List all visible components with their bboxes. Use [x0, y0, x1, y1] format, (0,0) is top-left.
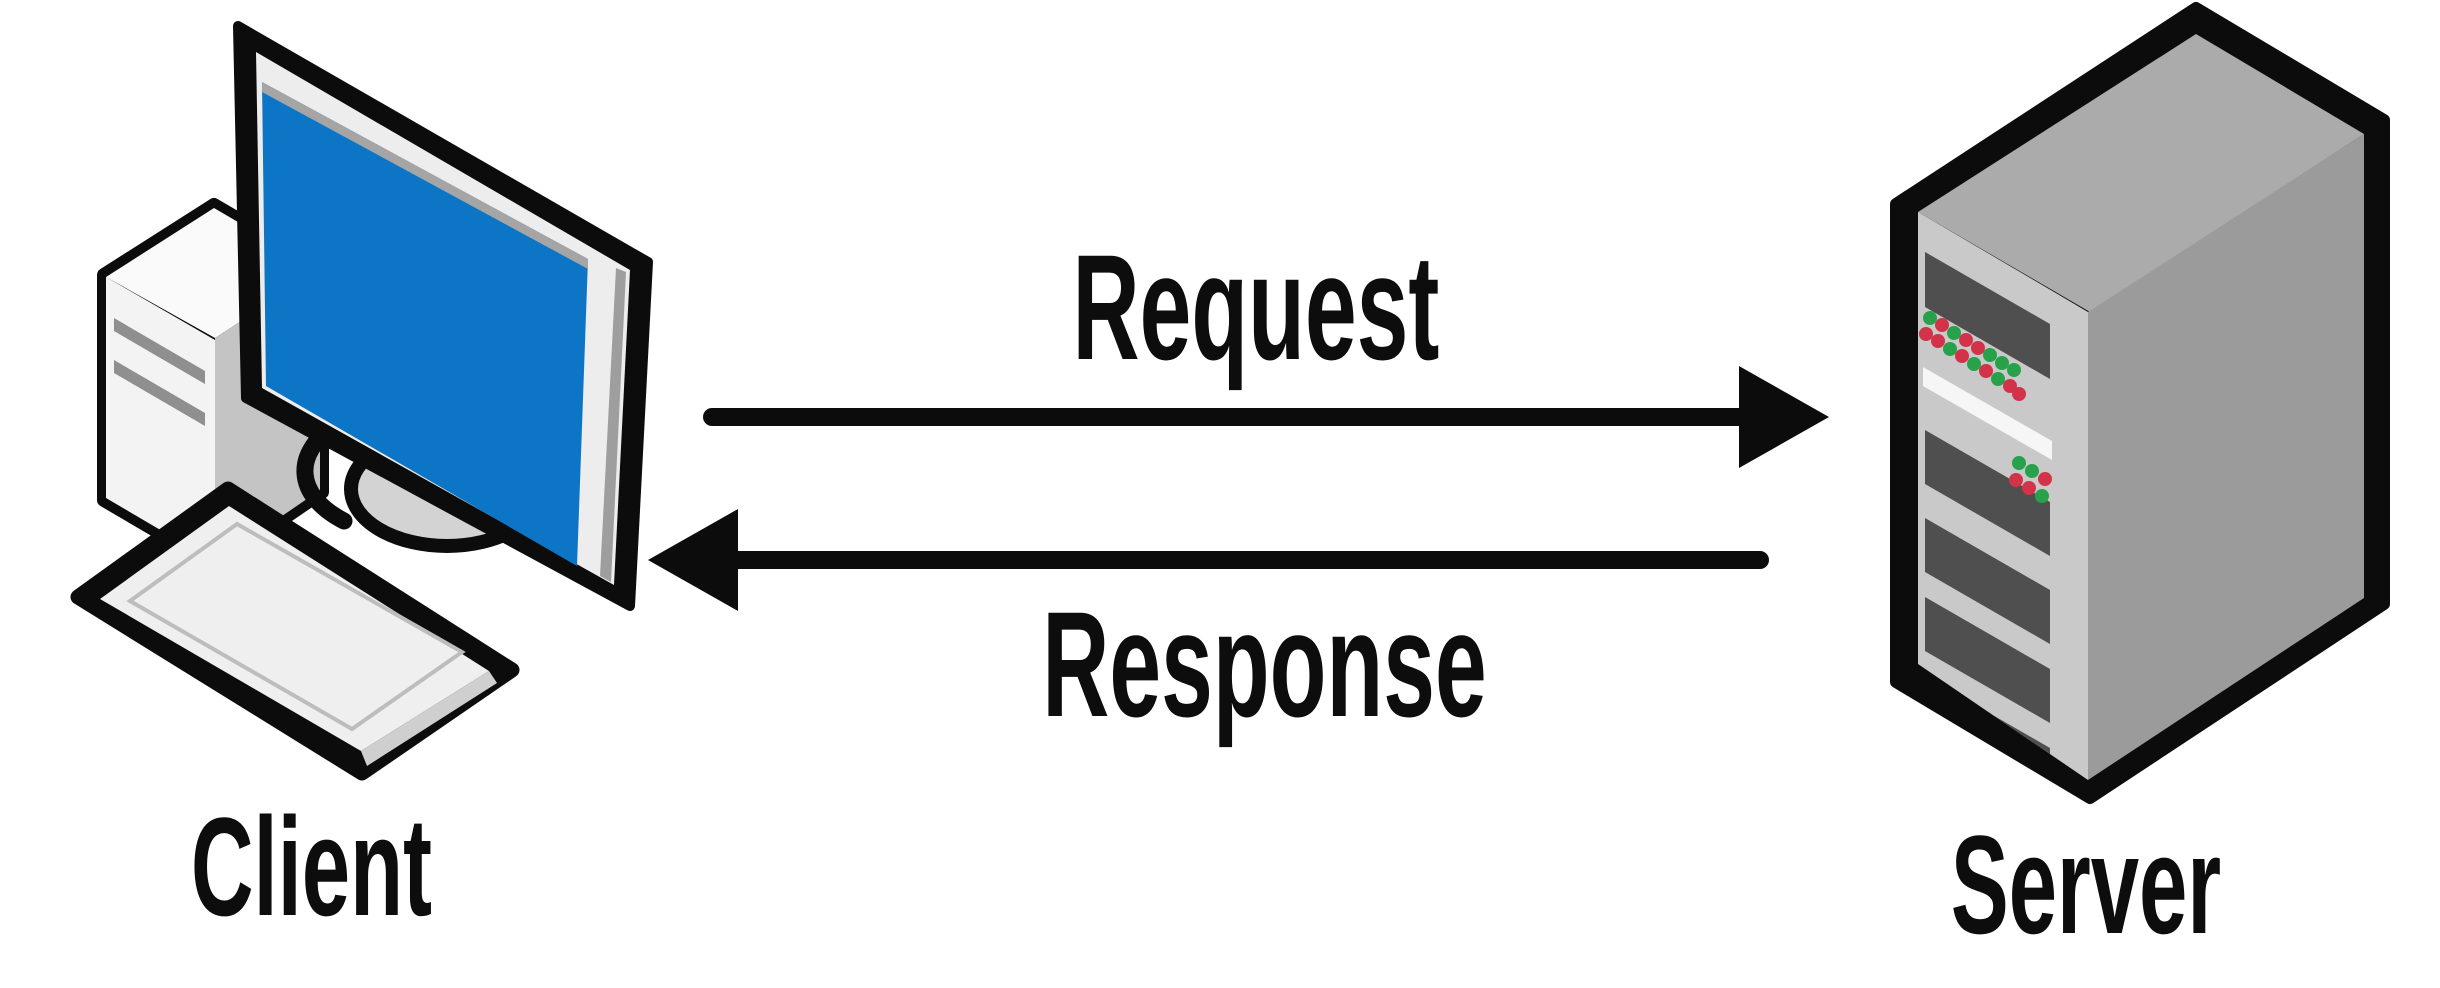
- server-drive-bay: [1925, 430, 2050, 556]
- request-arrow: [703, 366, 1829, 468]
- request-arrowhead-icon: [1739, 366, 1829, 468]
- monitor-screen-bevel: [262, 82, 588, 269]
- keyboard-key-area: [126, 521, 466, 732]
- server-drive-bay: [1925, 252, 2050, 379]
- server-led-lights: [1919, 311, 2026, 401]
- client-computer-icon: [70, 21, 653, 781]
- monitor-side-edge: [600, 268, 626, 582]
- tower-front-face: [106, 277, 215, 562]
- server-drive-bay: [1925, 597, 2050, 723]
- monitor-screen: [262, 82, 588, 566]
- server-drive-bay: [1925, 518, 2050, 644]
- monitor-icon: [233, 21, 653, 611]
- keyboard-icon: [70, 481, 520, 781]
- server-led-cluster: [2009, 456, 2052, 503]
- server-tower-icon: [1890, 2, 2390, 804]
- response-arrow: [648, 509, 1769, 611]
- tower-vent-slit: [114, 318, 205, 384]
- tower-vent-slit: [114, 360, 205, 426]
- server-side-face: [2088, 134, 2364, 780]
- keyboard-top-face: [100, 506, 489, 751]
- server-slot: [1923, 367, 2052, 460]
- response-arrowhead-icon: [648, 509, 738, 611]
- server-top-face: [1918, 34, 2364, 312]
- keyboard-side-face: [361, 671, 497, 766]
